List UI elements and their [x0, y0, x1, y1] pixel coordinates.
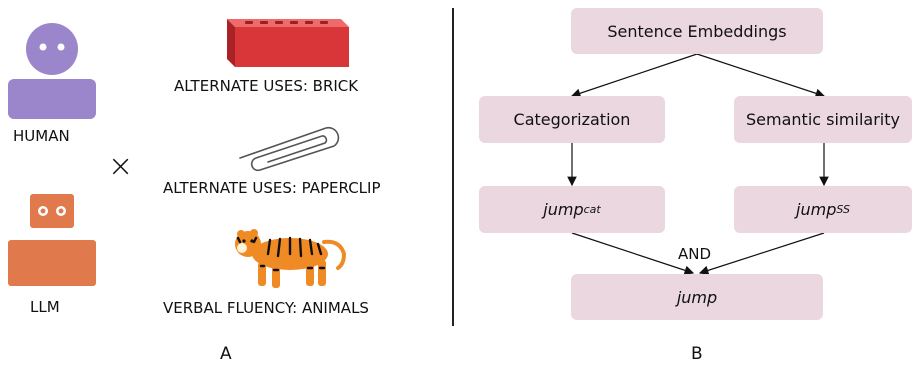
paperclip-image: [230, 118, 350, 172]
sentence-embeddings-box: Sentence Embeddings: [571, 8, 823, 54]
jump-ss-base: jump: [796, 200, 837, 219]
task-brick-label: ALTERNATE USES: BRICK: [174, 77, 359, 95]
arrow-top-right: [696, 53, 826, 98]
task-animals-label: VERBAL FLUENCY: ANIMALS: [163, 299, 369, 317]
and-label: AND: [678, 245, 712, 263]
panel-a-caption: A: [220, 344, 232, 364]
arrow-right-merge: [698, 232, 825, 275]
brick-image: [215, 11, 350, 71]
jump-cat-sub: cat: [583, 203, 601, 216]
panel-divider: [452, 8, 454, 326]
human-label: HUMAN: [13, 127, 70, 145]
tiger-image: [228, 224, 347, 292]
human-icon: [8, 13, 98, 119]
categorization-box: Categorization: [479, 96, 665, 143]
cross-symbol: ×: [108, 149, 134, 184]
arrow-left-merge: [571, 232, 695, 275]
jump-cat-base: jump: [543, 200, 584, 219]
panel-b-caption: B: [691, 344, 703, 364]
arrow-top-left: [570, 53, 698, 98]
robot-icon: [8, 192, 98, 288]
llm-label: LLM: [30, 298, 60, 316]
jump-ss-sub: SS: [836, 203, 850, 216]
semantic-similarity-box: Semantic similarity: [734, 96, 912, 143]
jump-box: jump: [571, 274, 823, 320]
task-paperclip-label: ALTERNATE USES: PAPERCLIP: [163, 179, 381, 197]
